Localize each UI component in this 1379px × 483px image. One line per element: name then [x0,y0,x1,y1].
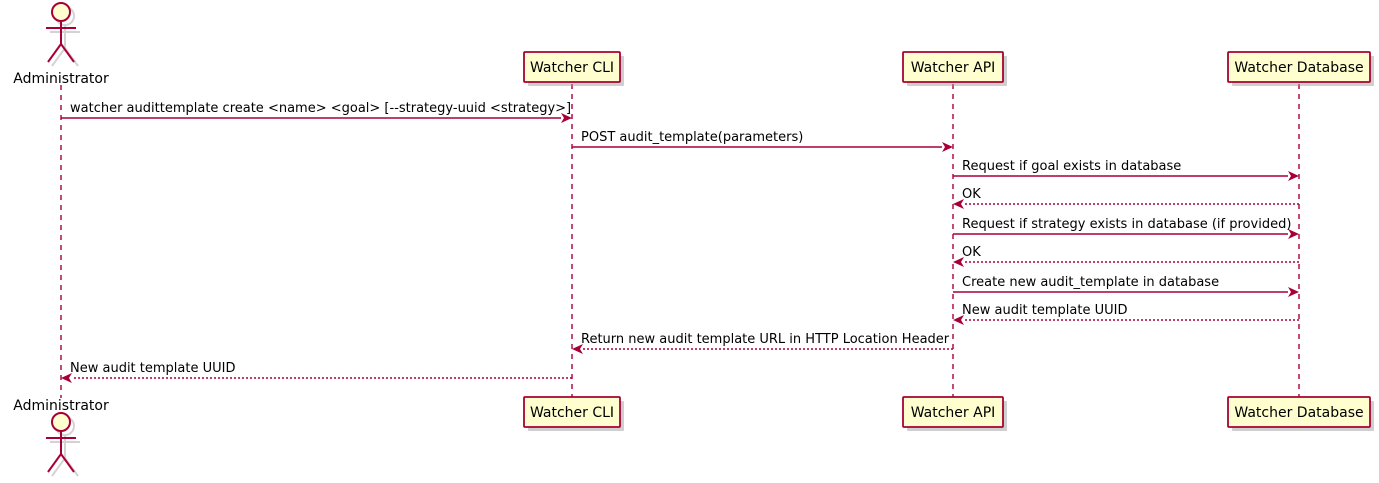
participant-label-watcher-api-top: Watcher API [911,60,996,76]
participant-label-watcher-cli-top: Watcher CLI [530,60,614,76]
message-2: POST audit_template(parameters) [572,130,953,152]
actor-head-icon [51,412,71,432]
participant-label-watcher-api-bottom: Watcher API [911,405,996,421]
arrow-head-icon [953,315,964,325]
arrow-head-icon [61,373,72,383]
lifelines [60,84,1300,398]
arrow-head-icon [953,199,964,209]
message-label: watcher audittemplate create <name> <goa… [70,101,571,116]
actor-label-administrator-bottom: Administrator [13,398,109,414]
message-label: Request if strategy exists in database (… [962,217,1291,232]
message-label: Request if goal exists in database [962,159,1181,174]
participant-box[interactable] [902,51,1004,83]
participant-box[interactable] [523,51,621,83]
arrow-head-icon [1288,287,1299,297]
participant-watcher-cli-bottom[interactable]: Watcher CLI [523,396,624,431]
actor-administrator-top[interactable]: Administrator [13,2,109,87]
participant-box[interactable] [902,396,1004,428]
message-3: Request if goal exists in database [953,159,1299,181]
message-6: OK [953,245,1299,267]
message-label: OK [962,245,981,260]
message-label: Create new audit_template in database [962,275,1219,290]
messages-layer: watcher audittemplate create <name> <goa… [61,101,1299,383]
arrow-head-icon [561,113,572,123]
message-10: New audit template UUID [61,361,572,383]
participant-label-watcher-database-top: Watcher Database [1234,60,1363,76]
message-7: Create new audit_template in database [953,275,1299,297]
message-label: POST audit_template(parameters) [581,130,803,145]
arrow-head-icon [953,257,964,267]
participant-watcher-api-top[interactable]: Watcher API [902,51,1007,86]
participant-watcher-api-bottom[interactable]: Watcher API [902,396,1007,431]
message-label: New audit template UUID [962,303,1127,318]
message-label: Return new audit template URL in HTTP Lo… [581,332,950,347]
actor-leg-right [60,453,75,473]
actor-leg-right [60,43,75,63]
participant-watcher-cli-top[interactable]: Watcher CLI [523,51,624,86]
participant-box[interactable] [523,396,621,428]
message-9: Return new audit template URL in HTTP Lo… [572,332,953,354]
message-label: OK [962,187,981,202]
actor-leg-left [47,453,62,473]
participant-watcher-database-top[interactable]: Watcher Database [1227,51,1374,86]
participant-label-watcher-database-bottom: Watcher Database [1234,405,1363,421]
arrow-head-icon [942,142,953,152]
message-label: New audit template UUID [70,361,235,376]
participant-label-watcher-cli-bottom: Watcher CLI [530,405,614,421]
arrow-head-icon [1288,229,1299,239]
participant-box[interactable] [1227,51,1371,83]
actor-administrator-bottom[interactable]: Administrator [13,398,109,477]
message-4: OK [953,187,1299,209]
message-5: Request if strategy exists in database (… [953,217,1299,239]
arrow-head-icon [1288,171,1299,181]
actor-label-administrator-top: Administrator [13,71,109,87]
message-1: watcher audittemplate create <name> <goa… [61,101,572,123]
participant-watcher-database-bottom[interactable]: Watcher Database [1227,396,1374,431]
participant-box[interactable] [1227,396,1371,428]
actor-head-icon [51,2,71,22]
message-8: New audit template UUID [953,303,1299,325]
arrow-head-icon [572,344,583,354]
actor-leg-left [47,43,62,63]
